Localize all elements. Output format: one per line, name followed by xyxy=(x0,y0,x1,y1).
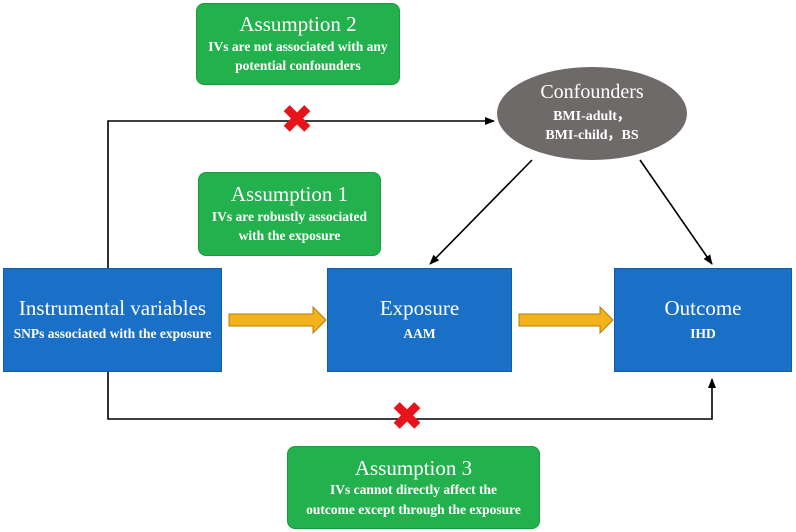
assumption-2-line-2: potential confounders xyxy=(235,58,361,74)
exposure-node: Exposure AAM xyxy=(327,268,512,372)
assumption-2-title: Assumption 2 xyxy=(239,12,357,37)
outcome-title: Outcome xyxy=(664,296,742,321)
iv-to-confounders-line xyxy=(107,117,495,268)
confounders-to-outcome-line xyxy=(639,159,713,265)
block-arrow-exposure-to-outcome xyxy=(518,305,614,335)
assumption-2-line-1: IVs are not associated with any xyxy=(208,38,388,54)
exposure-title: Exposure xyxy=(379,296,460,321)
assumption-3-box: Assumption 3 IVs cannot directly affect … xyxy=(287,446,540,529)
outcome-node: Outcome IHD xyxy=(614,268,792,372)
red-cross-icon: ✖ xyxy=(390,394,424,440)
assumption-1-title: Assumption 1 xyxy=(230,182,349,207)
confounders-node: Confounders BMI-adult， BMI-child，BS xyxy=(497,67,687,160)
assumption-3-title: Assumption 3 xyxy=(354,455,473,480)
confounders-title: Confounders xyxy=(540,81,644,104)
iv-to-outcome-line xyxy=(107,372,716,420)
instrumental-variables-node: Instrumental variables SNPs associated w… xyxy=(3,268,222,372)
confounders-to-exposure-line xyxy=(429,159,533,265)
assumption-2-box: Assumption 2 IVs are not associated with… xyxy=(196,3,400,85)
assumption-1-line-2: with the exposure xyxy=(238,228,341,244)
assumption-1-line-1: IVs are robustly associated xyxy=(211,208,368,224)
assumption-1-box: Assumption 1 IVs are robustly associated… xyxy=(198,172,381,256)
outcome-sub: IHD xyxy=(690,326,716,342)
instrumental-variables-title: Instrumental variables xyxy=(18,296,207,321)
block-arrow-iv-to-exposure xyxy=(228,305,327,335)
assumption-3-line-1: IVs cannot directly affect the xyxy=(330,482,497,497)
confounders-line-1: BMI-adult， xyxy=(553,109,631,125)
assumption-3-line-2: outcome except through the exposure xyxy=(306,501,521,517)
confounders-line-2: BMI-child，BS xyxy=(545,128,639,143)
red-cross-icon: ✖ xyxy=(280,97,314,143)
instrumental-variables-sub: SNPs associated with the exposure xyxy=(13,326,212,342)
exposure-sub: AAM xyxy=(403,326,436,342)
